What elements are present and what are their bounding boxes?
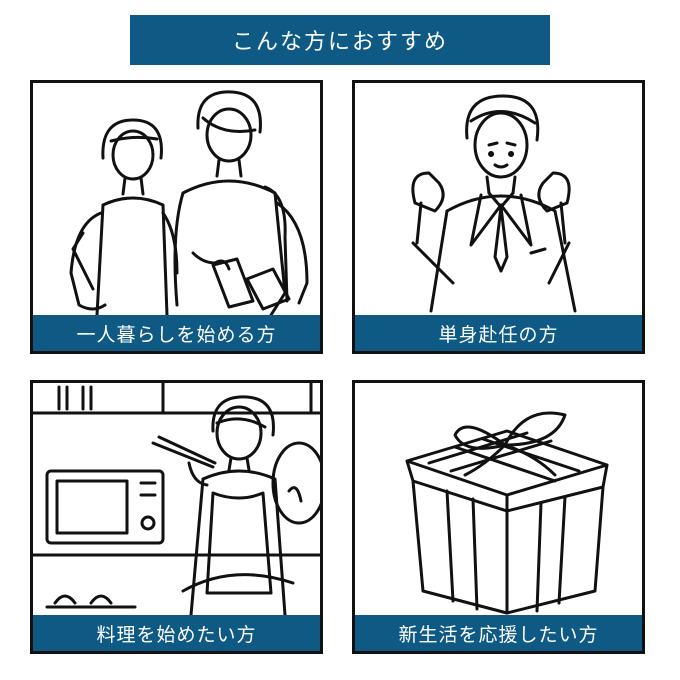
card-living-alone: 一人暮らしを始める方	[30, 80, 323, 354]
card-start-cooking: 料理を始めたい方	[30, 380, 323, 654]
young-couple-illustration	[69, 90, 309, 315]
card-label: 一人暮らしを始める方	[33, 315, 320, 351]
card-label: 料理を始めたい方	[33, 615, 320, 651]
card-business-transfer: 単身赴任の方	[352, 80, 645, 354]
card-label: 単身赴任の方	[355, 315, 642, 351]
card-support-new-life: 新生活を応援したい方	[352, 380, 645, 654]
card-label: 新生活を応援したい方	[355, 615, 642, 651]
section-title: こんな方におすすめ	[130, 15, 550, 65]
businessman-illustration	[411, 94, 577, 313]
gift-box-illustration	[405, 411, 609, 615]
cooking-woman-illustration	[33, 383, 320, 615]
